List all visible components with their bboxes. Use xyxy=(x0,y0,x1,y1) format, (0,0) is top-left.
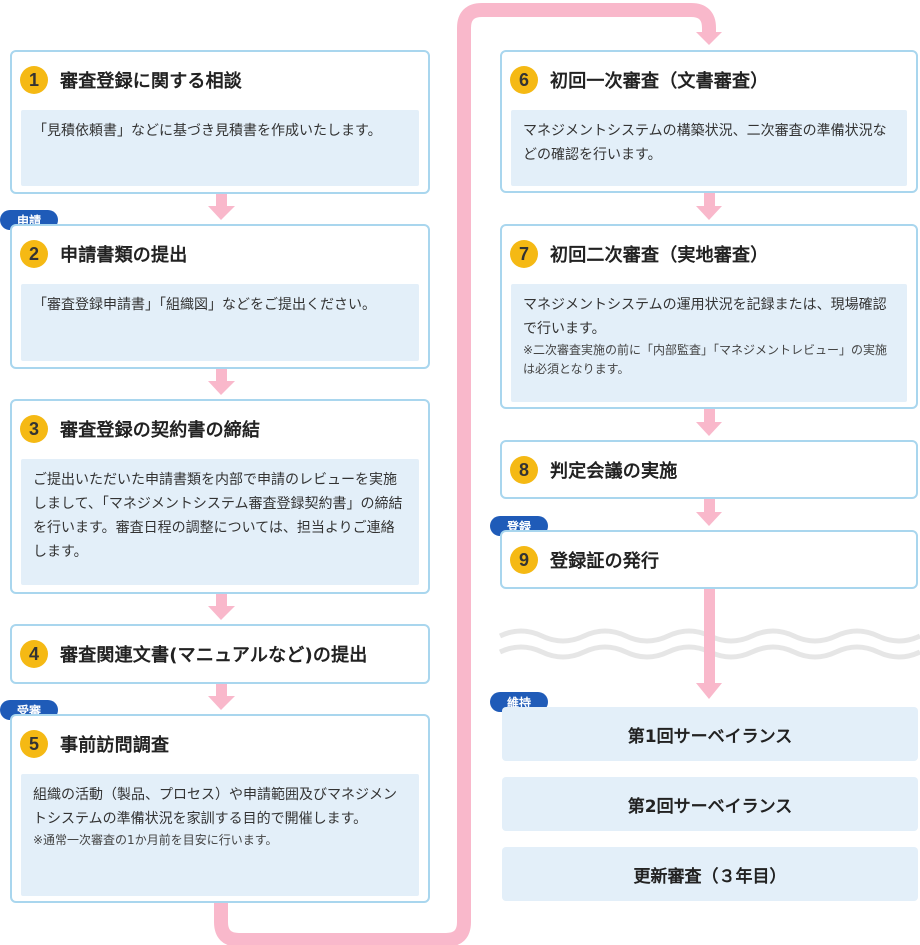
step-6: 6 初回一次審査（文書審査） マネジメントシステムの構築状況、二次審査の準備状況… xyxy=(500,50,918,193)
maintenance-item-2: 第2回サーベイランス xyxy=(502,777,918,831)
step-2: 2 申請書類の提出 「審査登録申請書」「組織図」などをご提出ください。 xyxy=(10,224,430,369)
step-title-1: 審査登録に関する相談 xyxy=(60,71,242,92)
step-title-9: 登録証の発行 xyxy=(550,551,660,572)
arrow-1-2 xyxy=(208,194,235,220)
step-number-6: 6 xyxy=(510,66,538,94)
step-note-5: ※通常一次審査の1か月前を目安に行います。 xyxy=(33,833,278,847)
step-desc-3: ご提出いただいた申請書類を内部で申請のレビューを実施しまして、「マネジメントシス… xyxy=(21,459,419,585)
step-title-4: 審査関連文書(マニュアルなど)の提出 xyxy=(60,645,368,666)
flow-path xyxy=(214,3,716,945)
step-desc-3-text: ご提出いただいた申請書類を内部で申請のレビューを実施しまして、「マネジメントシス… xyxy=(33,472,403,560)
arrow-8-9 xyxy=(696,499,722,526)
step-3: 3 審査登録の契約書の締結 ご提出いただいた申請書類を内部で申請のレビューを実施… xyxy=(10,399,430,594)
step-number-7: 7 xyxy=(510,240,538,268)
step-desc-6-text: マネジメントシステムの構築状況、二次審査の準備状況などの確認を行います。 xyxy=(523,123,887,163)
arrow-into-step-6 xyxy=(696,32,722,45)
arrow-2-3 xyxy=(208,369,235,395)
step-number-2: 2 xyxy=(20,240,48,268)
step-number-5: 5 xyxy=(20,730,48,758)
maintenance-item-3: 更新審査（３年目） xyxy=(502,847,918,901)
step-desc-5: 組織の活動（製品、プロセス）や申請範囲及びマネジメントシステムの準備状況を家訓す… xyxy=(21,774,419,896)
step-title-6: 初回一次審査（文書審査） xyxy=(550,71,769,92)
step-title-3: 審査登録の契約書の締結 xyxy=(60,420,261,441)
step-desc-2: 「審査登録申請書」「組織図」などをご提出ください。 xyxy=(21,284,419,361)
step-desc-5-text: 組織の活動（製品、プロセス）や申請範囲及びマネジメントシステムの準備状況を家訓す… xyxy=(33,787,397,827)
step-note-7: ※二次審査実施の前に「内部監査」「マネジメントレビュー」の実施は必須となります。 xyxy=(523,343,888,376)
step-number-1: 1 xyxy=(20,66,48,94)
arrow-7-8 xyxy=(696,409,722,436)
step-4: 4 審査関連文書(マニュアルなど)の提出 xyxy=(10,624,430,684)
arrow-6-7 xyxy=(696,193,722,220)
step-9: 9 登録証の発行 xyxy=(500,530,918,589)
step-1: 1 審査登録に関する相談 「見積依頼書」などに基づき見積書を作成いたします。 xyxy=(10,50,430,194)
arrow-4-5 xyxy=(208,684,235,710)
step-title-7: 初回二次審査（実地審査） xyxy=(550,245,769,266)
step-number-8: 8 xyxy=(510,456,538,484)
step-desc-1-text: 「見積依頼書」などに基づき見積書を作成いたします。 xyxy=(33,123,382,139)
arrow-3-4 xyxy=(208,594,235,620)
step-8: 8 判定会議の実施 xyxy=(500,440,918,499)
step-desc-1: 「見積依頼書」などに基づき見積書を作成いたします。 xyxy=(21,110,419,186)
step-5: 5 事前訪問調査 組織の活動（製品、プロセス）や申請範囲及びマネジメントシステム… xyxy=(10,714,430,903)
step-number-3: 3 xyxy=(20,415,48,443)
step-desc-7-text: マネジメントシステムの運用状況を記録または、現場確認で行います。 xyxy=(523,297,887,337)
maintenance-item-1: 第1回サーベイランス xyxy=(502,707,918,761)
step-number-4: 4 xyxy=(20,640,48,668)
step-7: 7 初回二次審査（実地審査） マネジメントシステムの運用状況を記録または、現場確… xyxy=(500,224,918,409)
step-desc-7: マネジメントシステムの運用状況を記録または、現場確認で行います。 ※二次審査実施… xyxy=(511,284,907,402)
step-number-9: 9 xyxy=(510,546,538,574)
step-desc-6: マネジメントシステムの構築状況、二次審査の準備状況などの確認を行います。 xyxy=(511,110,907,186)
step-desc-2-text: 「審査登録申請書」「組織図」などをご提出ください。 xyxy=(33,297,376,313)
step-title-8: 判定会議の実施 xyxy=(550,461,678,482)
step-title-5: 事前訪問調査 xyxy=(60,735,170,756)
arrow-9-maintenance xyxy=(696,589,722,699)
step-title-2: 申請書類の提出 xyxy=(60,245,188,266)
